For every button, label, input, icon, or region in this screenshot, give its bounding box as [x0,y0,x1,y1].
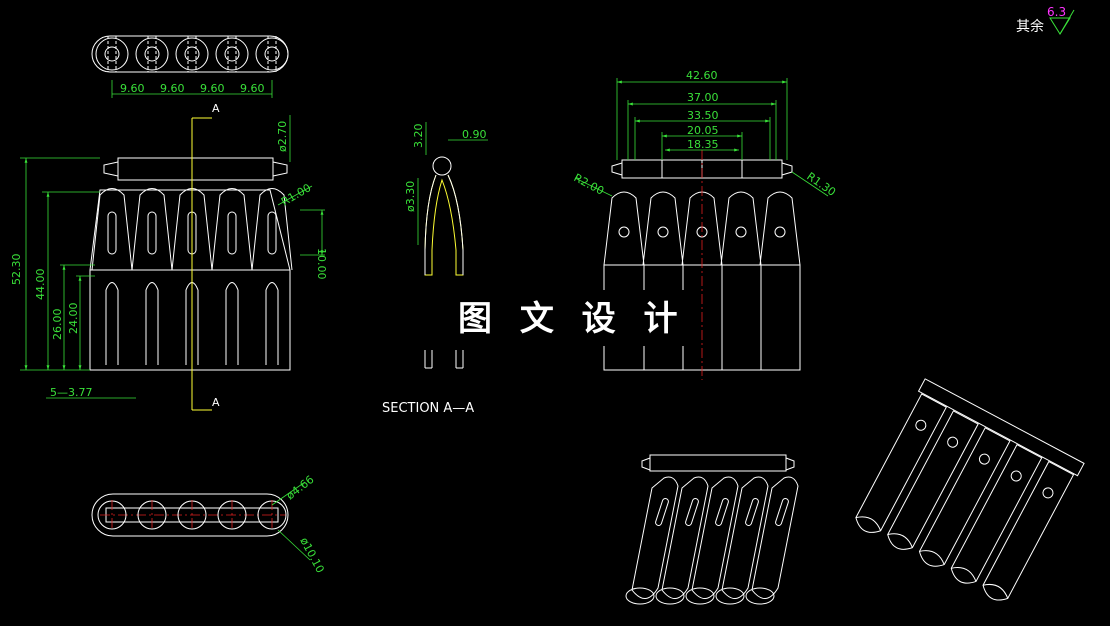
dim-height-total: 52.30 [10,254,23,286]
dim-radius-3: R1.30 [804,170,838,199]
side-finger-outline [603,191,645,266]
side-finger-outline [642,191,684,266]
finger-outline [251,188,293,271]
top-contact-outer [135,37,169,71]
side-finger-hole [774,226,786,238]
dim-pitch-1: 9.60 [120,82,145,95]
side-finger-outline [720,191,762,266]
iso2-finger [918,427,1011,567]
section-marker-top: A [212,102,220,115]
dim-width-33: 33.50 [687,109,719,122]
dim-height-24: 24.00 [67,303,80,335]
front-view: A A 52.30 44.00 26.00 24.00 5—3.77 ø2.70… [10,102,328,411]
dim-height-26: 26.00 [51,309,64,341]
side-finger-outline [759,191,801,266]
dim-section-dia: ø3.30 [404,181,417,212]
dim-pin-dia: ø4.66 [284,473,317,502]
dim-section-wall: 0.90 [462,128,487,141]
iso1-finger [631,476,679,599]
side-finger-hole [618,226,630,238]
dim-pitch-3: 9.60 [200,82,225,95]
surface-roughness-note: 其余 6.3 [1016,5,1075,35]
top-contact-inner [144,46,160,62]
dim-pitch-2: 9.60 [160,82,185,95]
finger-slot [147,211,157,255]
finger-slot [267,211,277,255]
note-text: 其余 [1016,18,1044,35]
side-finger-hole [657,226,669,238]
top-contact-outer [215,37,249,71]
top-contact-inner [224,46,240,62]
bottom-view: ø4.66 ø10.10 [91,473,327,575]
watermark: 图 文 设 计 [458,299,686,339]
dim-radius-1: R1.00 [279,181,313,208]
dim-width-total: 42.60 [686,69,718,82]
section-marker-bottom: A [212,396,220,409]
iso1-finger [661,476,709,599]
top-contact-outer [175,37,209,71]
roughness-value: 6.3 [1047,5,1066,19]
top-contact-inner [184,46,200,62]
iso1-finger [721,476,769,599]
section-view: 3.20 0.90 ø3.30 SECTION A—A [382,122,488,416]
iso1-finger [691,476,739,599]
iso1-finger [751,476,799,599]
finger-outline [211,188,253,271]
top-contact-inner [104,46,120,62]
watermark-backdrop [400,290,690,346]
finger-outline [131,188,173,271]
side-finger-hole [735,226,747,238]
dim-hole-dia: ø2.70 [276,121,289,152]
finger-slot [227,211,237,255]
isometric-view-2 [855,378,1085,601]
dim-outer-dia: ø10.10 [297,535,326,575]
finger-slot [107,211,117,255]
dim-count: 5—3.77 [50,386,93,399]
iso2-finger [950,444,1043,584]
section-label: SECTION A—A [382,401,474,416]
dim-width-18: 18.35 [687,138,719,151]
dim-section-top: 3.20 [412,124,425,149]
iso2-finger [855,393,948,533]
dim-slot: 10.00 [315,248,328,280]
dim-width-20: 20.05 [687,124,719,137]
top-contact-outer [95,37,129,71]
iso2-finger [887,410,979,550]
top-contact-inner [264,46,280,62]
dim-radius-2: R2.00 [572,171,606,198]
dim-width-37: 37.00 [687,91,719,104]
top-contact-outer [255,37,289,71]
dim-height-body: 44.00 [34,269,47,301]
iso2-finger [982,460,1075,601]
dim-pitch-4: 9.60 [240,82,265,95]
top-view: 9.60 9.60 9.60 9.60 [91,35,289,98]
finger-outline [91,188,133,271]
isometric-view-1 [625,454,799,605]
